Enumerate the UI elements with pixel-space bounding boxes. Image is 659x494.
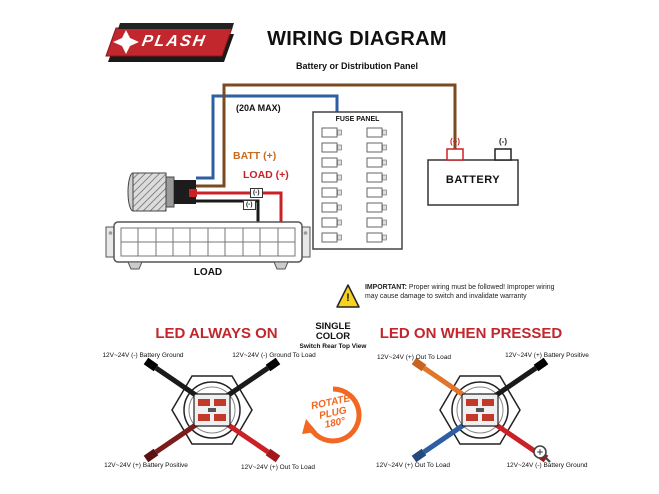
- battery-negative-terminal: [494, 148, 512, 161]
- load-red-wire: [196, 191, 283, 224]
- wire-ground-to-load: [222, 365, 270, 401]
- page-subtitle: Battery or Distribution Panel: [295, 61, 419, 71]
- warning-body: Proper wiring must be followed! Improper…: [365, 284, 555, 300]
- always-on-bottom-left-label: 12V~24V (+) Battery Positive: [104, 462, 188, 469]
- load-label: LOAD: [193, 267, 223, 278]
- batt-wire-label: BATT (+): [233, 150, 277, 162]
- pressed-bottom-right-label: 12V~24V (-) Battery Ground: [506, 462, 588, 469]
- pressed-title: LED ON WHEN PRESSED: [379, 325, 563, 342]
- plash-logo: PLASH: [104, 22, 236, 64]
- wire-battery-positive: [154, 419, 202, 455]
- load-wire-label: LOAD (+): [243, 169, 289, 181]
- battery-positive-label: (+): [450, 137, 460, 146]
- load-ground-wire: [196, 199, 260, 224]
- pressed-top-left-label: 12V~24V (+) Out To Load: [377, 354, 451, 361]
- battery-box: [427, 148, 519, 206]
- zoom-icon[interactable]: [533, 445, 551, 463]
- pressed-bottom-left-label: 12V~24V (+) Out To Load: [376, 462, 450, 469]
- center-title-line2: COLOR: [315, 331, 351, 342]
- wire-battery-ground: [154, 365, 202, 401]
- led-light-bar: [105, 221, 311, 270]
- wire-battery-positive: [490, 365, 538, 401]
- always-on-top-left-label: 12V~24V (-) Battery Ground: [102, 352, 184, 359]
- battery-label: BATTERY: [445, 174, 501, 186]
- batt-brown-wire: [196, 83, 457, 188]
- center-caption: Switch Rear Top View: [299, 343, 367, 350]
- negative-tag-1: (-): [250, 188, 263, 198]
- rotate-plug-arrow: [302, 386, 362, 444]
- warning-text: IMPORTANT: Proper wiring must be followe…: [365, 284, 565, 302]
- center-title-line1: SINGLE: [315, 321, 351, 332]
- switch-rear-view-always-on: [143, 357, 281, 463]
- fuse-panel-box: [312, 111, 403, 250]
- pressed-top-right-label: 12V~24V (+) Battery Positive: [505, 352, 589, 359]
- warning-triangle-icon: [336, 284, 360, 308]
- batt-blue-wire: [196, 94, 339, 180]
- star-icon: [113, 30, 139, 54]
- always-on-title: LED ALWAYS ON: [155, 325, 278, 342]
- page-title: WIRING DIAGRAM: [267, 28, 447, 50]
- always-on-top-right-label: 12V~24V (-) Ground To Load: [232, 352, 316, 359]
- battery-positive-terminal: [446, 148, 464, 161]
- warning-title: IMPORTANT:: [365, 284, 407, 291]
- wire-battery-ground: [490, 419, 538, 455]
- wire-out-to-load: [422, 365, 470, 401]
- wire-out-to-load: [222, 419, 270, 455]
- fuse-panel-label: FUSE PANEL: [335, 116, 380, 123]
- negative-tag-2: (-): [243, 200, 256, 210]
- wire-out-to-load-2: [422, 419, 470, 455]
- fuse-rating-label: (20A MAX): [236, 103, 281, 113]
- warning-exclamation: !: [346, 292, 350, 304]
- always-on-bottom-right-label: 12V~24V (+) Out To Load: [241, 464, 315, 471]
- battery-negative-label: (-): [499, 137, 507, 146]
- switch-component: [127, 172, 197, 212]
- plash-logo-banner: [105, 23, 234, 62]
- switch-rear-view-on-when-pressed: [411, 357, 549, 463]
- logo-wordmark: PLASH: [140, 33, 208, 50]
